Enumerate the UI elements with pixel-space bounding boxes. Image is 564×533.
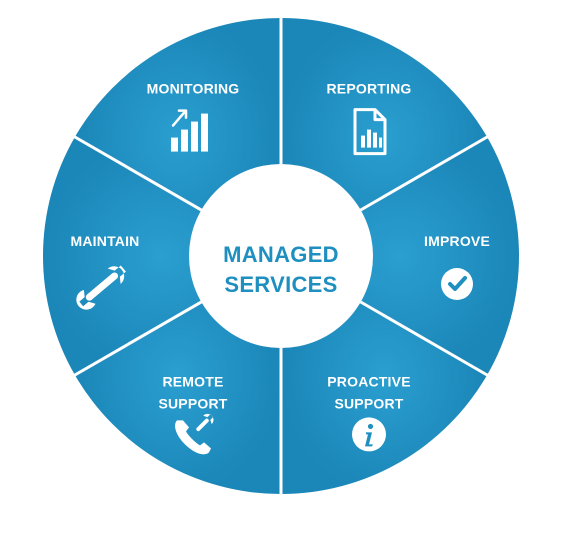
segment-label-monitoring: MONITORING — [147, 81, 240, 97]
info-circle-icon — [352, 417, 386, 452]
segment-label-reporting: REPORTING — [326, 81, 411, 97]
phone-wrench-icon — [175, 414, 214, 455]
checkmark-circle-icon — [441, 268, 473, 300]
segment-label-proactive-support-line-1: PROACTIVE — [327, 373, 410, 389]
bar-chart-growth-icon — [171, 109, 208, 152]
center-title-line-2: SERVICES — [224, 272, 337, 297]
segment-label-remote-support-line-1: REMOTE — [162, 373, 223, 389]
segment-improve — [281, 137, 519, 375]
segment-maintain — [43, 137, 281, 375]
segment-label-maintain: MAINTAIN — [71, 233, 140, 249]
segment-label-improve: IMPROVE — [424, 233, 490, 249]
center-title-line-1: MANAGED — [223, 242, 339, 267]
center-circle — [189, 164, 373, 348]
segment-label-proactive-support-line-2: SUPPORT — [334, 395, 403, 411]
document-chart-icon — [353, 108, 387, 156]
segment-label-remote-support-line-2: SUPPORT — [158, 395, 227, 411]
wrench-icon — [76, 265, 126, 310]
